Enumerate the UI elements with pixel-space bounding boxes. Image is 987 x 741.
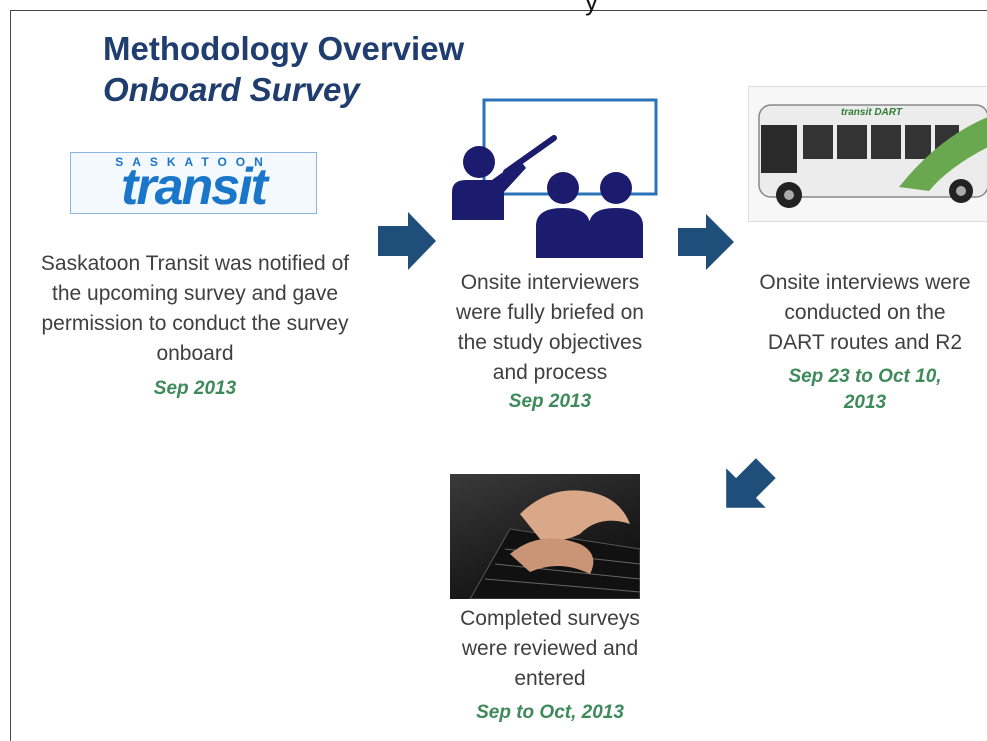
step-4-line: entered xyxy=(514,667,586,690)
logo-main-text: transit xyxy=(121,158,268,216)
step-1-line: the upcoming survey and gave xyxy=(51,282,338,305)
down-left-arrow-icon xyxy=(726,458,776,508)
right-arrow-icon xyxy=(378,212,436,270)
step-2-line: and process xyxy=(492,361,608,384)
step-1-description: Saskatoon Transit was notified of the up… xyxy=(20,249,370,369)
step-3-line: conducted on the xyxy=(784,301,946,324)
right-arrow-icon xyxy=(678,214,734,270)
step-1-date: Sep 2013 xyxy=(153,378,237,399)
step-2-description: Onsite interviewers were fully briefed o… xyxy=(435,268,665,388)
step-3-date-line: 2013 xyxy=(843,392,887,413)
step-4-line: Completed surveys xyxy=(460,607,640,630)
step-3-date: Sep 23 to Oct 10, 2013 xyxy=(740,364,987,416)
bus-sign: transit DART xyxy=(841,107,902,118)
slide-frame xyxy=(10,10,987,741)
page-title: Methodology Overview xyxy=(103,30,465,67)
presentation-icon xyxy=(452,98,658,258)
step-3-line: Onsite interviews were xyxy=(759,271,971,294)
step-1-line: onboard xyxy=(156,342,234,365)
bus-photo: transit DART xyxy=(748,86,987,222)
step-4-date: Sep to Oct, 2013 xyxy=(476,702,624,723)
step-2-line: the study objectives xyxy=(457,331,643,354)
step-2-date: Sep 2013 xyxy=(508,391,592,412)
step-4-description: Completed surveys were reviewed and ente… xyxy=(425,604,675,694)
step-1-line: Saskatoon Transit was notified of xyxy=(40,252,350,275)
step-3-description: Onsite interviews were conducted on the … xyxy=(740,268,987,358)
step-4-line: were reviewed and xyxy=(461,637,639,660)
page-subtitle: Onboard Survey xyxy=(103,71,360,108)
saskatoon-transit-logo: SASKATOON transit xyxy=(70,152,317,216)
step-1-line: permission to conduct the survey xyxy=(41,312,349,335)
step-2-line: Onsite interviewers xyxy=(460,271,640,294)
cropped-title-fragment: y xyxy=(585,0,598,16)
step-2-line: were fully briefed on xyxy=(456,301,644,324)
step-3-date-line: Sep 23 to Oct 10, xyxy=(788,366,942,387)
step-3-line: DART routes and R2 xyxy=(767,331,963,354)
logo-top-text: SASKATOON xyxy=(115,155,272,169)
keyboard-typing-photo xyxy=(450,474,640,599)
